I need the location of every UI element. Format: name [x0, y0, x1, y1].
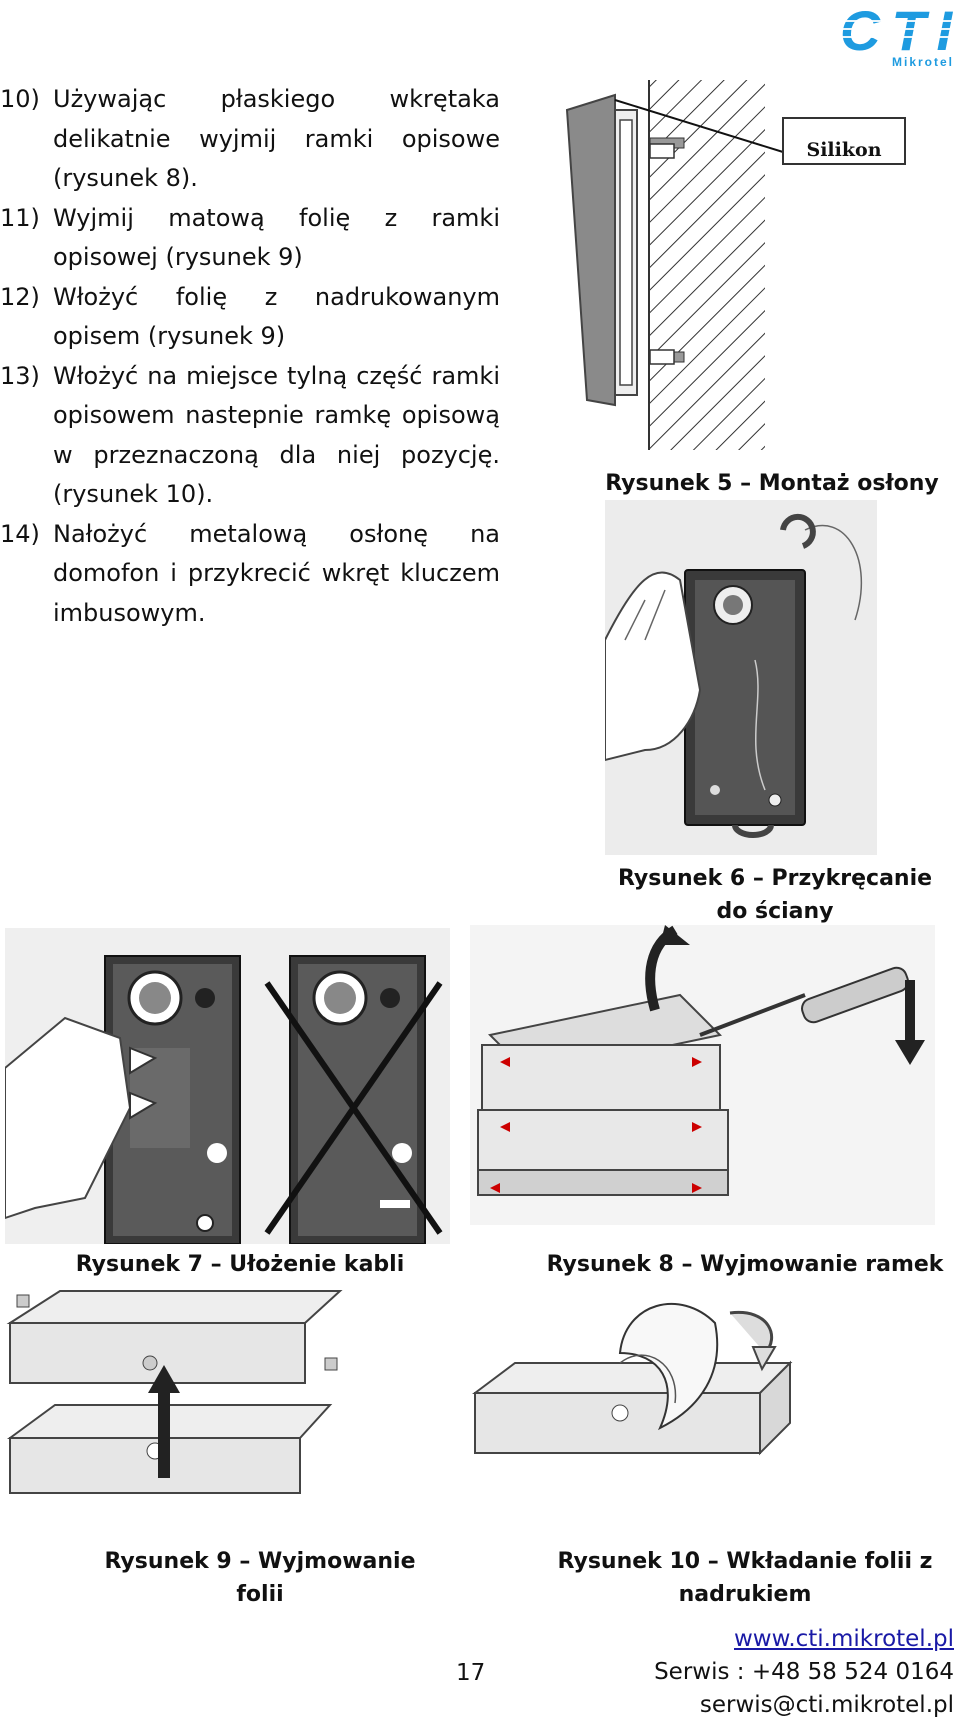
svg-text:Mikrotel: Mikrotel: [892, 55, 954, 69]
step-11: 11) Wyjmij matową folię z ramki opisowej…: [0, 199, 500, 278]
service-phone: Serwis : +48 58 524 0164: [654, 1659, 954, 1685]
figure-9-caption: Rysunek 9 – Wyjmowanie folii: [104, 1549, 416, 1607]
figure-5-label: Silikon: [806, 139, 882, 161]
step-text: Włożyć na miejsce tylną część ramki opis…: [53, 361, 500, 509]
website-link[interactable]: www.cti.mikrotel.pl: [734, 1626, 954, 1652]
figure-5-image: [565, 80, 910, 450]
figure-6-image: [604, 500, 877, 855]
step-text: Nałożyć metalową osłonę na domofon i prz…: [53, 519, 500, 627]
figure-10-caption: Rysunek 10 – Wkładanie folii z nadrukiem: [557, 1549, 933, 1607]
instruction-steps: 10) Używając płaskiego wkrętaka delikatn…: [0, 80, 500, 633]
step-14: 14) Nałożyć metalową osłonę na domofon i…: [0, 515, 500, 634]
svg-text:CTI: CTI: [840, 0, 953, 62]
company-logo: CTI Mikrotel: [832, 0, 960, 70]
figure-7-caption: Rysunek 7 – Ułożenie kabli: [75, 1252, 405, 1277]
figure-10-image: [470, 1283, 810, 1513]
page-number: 17: [456, 1660, 486, 1686]
service-email: serwis@cti.mikrotel.pl: [699, 1692, 954, 1718]
step-12: 12) Włożyć folię z nadrukowanym opisem (…: [0, 278, 500, 357]
step-number: 10): [0, 85, 40, 113]
step-number: 14): [0, 519, 40, 548]
step-13: 13) Włożyć na miejsce tylną część ramki …: [0, 357, 500, 515]
step-number: 12): [0, 282, 40, 311]
step-text: Używając płaskiego wkrętaka delikatnie w…: [53, 85, 500, 192]
step-text: Wyjmij matową folię z ramki opisowej (ry…: [53, 203, 500, 272]
figure-9-image: [5, 1283, 345, 1533]
step-number: 11): [0, 203, 40, 232]
step-text: Włożyć folię z nadrukowanym opisem (rysu…: [53, 282, 500, 351]
figure-5-caption: Rysunek 5 – Montaż osłony: [605, 471, 939, 496]
figure-6-caption: Rysunek 6 – Przykręcanie do ściany: [617, 866, 933, 924]
figure-7-image: [4, 928, 450, 1245]
figure-8-image: [470, 925, 935, 1225]
step-10: 10) Używając płaskiego wkrętaka delikatn…: [0, 80, 500, 199]
figure-8-caption: Rysunek 8 – Wyjmowanie ramek: [546, 1252, 944, 1277]
step-number: 13): [0, 361, 40, 390]
